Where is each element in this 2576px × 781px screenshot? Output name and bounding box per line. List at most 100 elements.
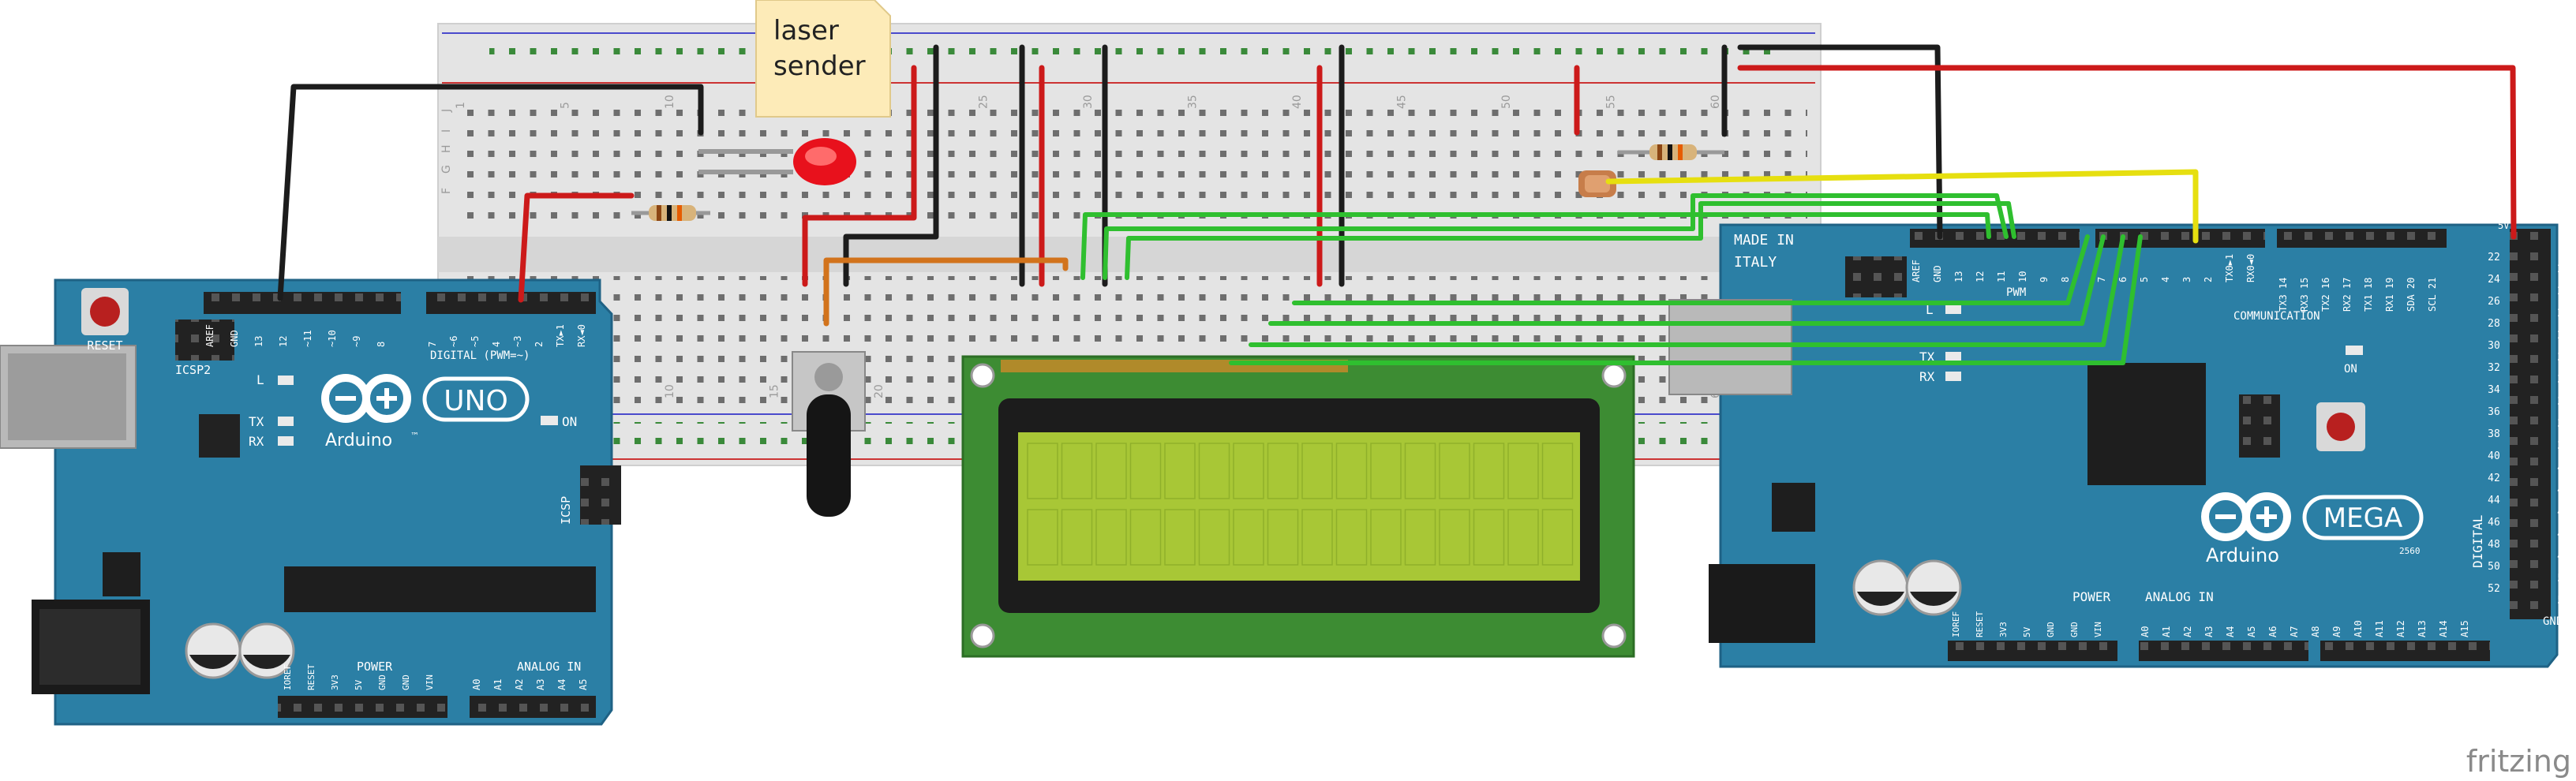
lcd-cell — [1541, 509, 1574, 566]
mega-led-on — [2346, 346, 2363, 355]
resistor-2 — [1618, 144, 1724, 160]
mega-pin-53: 53 — [2557, 595, 2570, 607]
wire-black-uno-gnd — [277, 84, 704, 301]
mega-analog-pin-A6: A6 — [2267, 626, 2278, 637]
uno-analog-label: ANALOG IN — [517, 660, 581, 674]
wire-green-7 — [1229, 234, 2143, 365]
mega-communication-label: COMMUNICATION — [2233, 310, 2320, 323]
mega-pin-SCL 21: SCL 21 — [2427, 278, 2438, 312]
lcd-cell — [1129, 443, 1162, 499]
photoresistor — [1578, 170, 1616, 197]
mega-pin-47: 47 — [2557, 529, 2570, 540]
lcd-cell — [1129, 509, 1162, 566]
mega-analog-pin-A1: A1 — [2161, 626, 2172, 637]
mega-capacitor-2 — [1905, 559, 1962, 616]
breadboard-col-bottom-20: 20 — [873, 384, 886, 398]
breadboard-col-30: 30 — [1082, 95, 1095, 109]
uno-pin-RX◄0: RX◄0 — [576, 324, 587, 347]
lcd-cell — [1301, 443, 1333, 499]
lcd-cell — [1027, 509, 1058, 566]
breadboard-col-55: 55 — [1605, 95, 1618, 109]
lcd-cell — [1473, 443, 1505, 499]
mega-pin-22: 22 — [2488, 252, 2500, 263]
mega-analog-pin-A9: A9 — [2331, 626, 2342, 637]
wire-red-uno-pin3 — [518, 192, 635, 303]
lcd-cell — [1335, 443, 1368, 499]
mega-pin-RX2 17: RX2 17 — [2342, 278, 2353, 312]
uno-pin-AREF: AREF — [204, 324, 215, 347]
lcd-cell — [1473, 509, 1505, 566]
mega-right-pin-labels: 2224262830323436384042444648505223252729… — [2488, 252, 2570, 607]
mega-power-pin-3V3: 3V3 — [1998, 622, 2009, 637]
mega-pin-37: 37 — [2557, 418, 2570, 430]
note-line-2: sender — [773, 50, 866, 82]
mega-analog-header-b — [2320, 641, 2490, 661]
mega-pin-12: 12 — [1975, 271, 1986, 282]
mega-led-rx — [1945, 372, 1961, 381]
potentiometer[interactable] — [792, 351, 866, 517]
mega-pin-52: 52 — [2488, 583, 2500, 595]
wire-green-4 — [1292, 234, 2090, 305]
uno-model-label: UNO — [444, 385, 508, 417]
mega-model-label: MEGA — [2323, 503, 2402, 534]
mega-pin-11: 11 — [1996, 271, 2007, 282]
lcd-cell — [1027, 443, 1058, 499]
breadboard-col-bottom-15: 15 — [769, 384, 781, 398]
icsp-label: ICSP — [559, 496, 573, 525]
mega-badge — [2302, 495, 2424, 540]
mega-analog-pin-A0: A0 — [2140, 626, 2151, 637]
mega-arduino-logo — [2201, 492, 2291, 541]
mega-header-a — [1910, 229, 2080, 248]
wire-green-1 — [1080, 212, 1991, 280]
breadboard-col-10: 10 — [664, 95, 676, 109]
lcd-cell — [1404, 509, 1436, 566]
reset-label: RESET — [87, 338, 122, 353]
uno-tx-label: TX — [249, 414, 264, 429]
lcd-cell — [1335, 509, 1368, 566]
wire-green-5 — [1268, 234, 2106, 326]
uno-analog-pin-A2: A2 — [514, 679, 525, 690]
lcd-cell — [1404, 443, 1436, 499]
icsp2-header — [175, 320, 234, 361]
lcd-cell — [1233, 443, 1264, 499]
lcd-cell — [1061, 509, 1093, 566]
uno-led-l — [278, 376, 294, 385]
mega-analog-header-a — [2139, 641, 2308, 661]
lcd-cell — [1233, 509, 1264, 566]
mega-pin-23: 23 — [2557, 263, 2570, 275]
red-led — [698, 138, 856, 185]
uno-badge — [422, 376, 530, 422]
mega-analog-pin-A13: A13 — [2417, 620, 2428, 637]
lcd-16x2-display — [961, 355, 1635, 658]
mega-power-pin-RESET: RESET — [1975, 611, 1985, 637]
uno-pin-GND: GND — [229, 330, 240, 347]
lcd-cell — [1541, 443, 1574, 499]
mega-power-pin-GND: GND — [2046, 622, 2056, 637]
mega-power-pin-5V: 5V — [2022, 626, 2032, 637]
mega-regulator — [1772, 483, 1815, 532]
mega-analog-pin-A3: A3 — [2203, 626, 2215, 637]
mega-digital-double-header — [2510, 229, 2551, 619]
uno-pin-~11: ~11 — [302, 330, 313, 347]
breadboard-col-5: 5 — [560, 102, 572, 109]
mega-pin-6: 6 — [2117, 277, 2129, 282]
uno-analog-pin-A5: A5 — [578, 679, 589, 690]
lcd-cell — [1267, 443, 1299, 499]
mega-pin-28: 28 — [2488, 318, 2500, 330]
uno-power-pin-VIN: VIN — [425, 674, 435, 690]
mega-pin-3: 3 — [2181, 277, 2192, 282]
mega-pin-24: 24 — [2488, 274, 2500, 286]
mega-pin-TX3 14: TX3 14 — [2278, 278, 2289, 312]
mega-analog-pin-A4: A4 — [2225, 626, 2236, 637]
resistor-1 — [631, 205, 710, 221]
mega-pin-45: 45 — [2557, 506, 2570, 518]
mega-pin-36: 36 — [2488, 406, 2500, 418]
lcd-cell — [1164, 443, 1196, 499]
uno-power-pin-5V: 5V — [354, 679, 364, 690]
uno-pin-~3: ~3 — [512, 336, 523, 347]
lcd-cell — [1095, 443, 1127, 499]
